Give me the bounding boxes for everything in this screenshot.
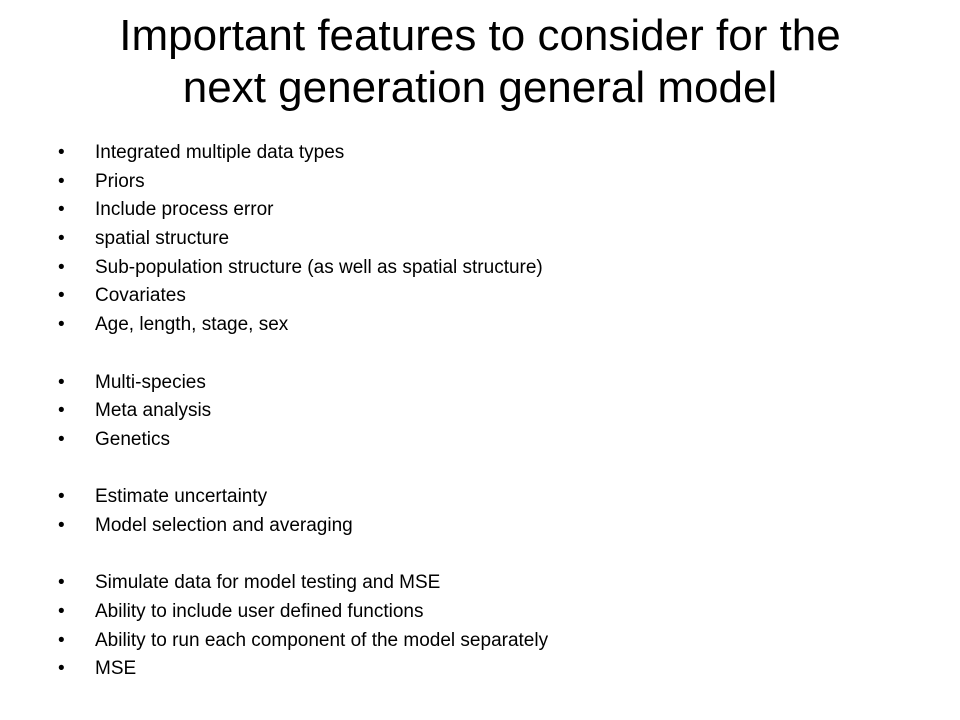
bullet-icon: •	[58, 199, 65, 221]
bullet-icon: •	[58, 142, 65, 163]
bullet-icon: •	[58, 572, 65, 594]
bullet-text: MSE	[95, 658, 137, 680]
bullet-item: • Integrated multiple data types	[58, 139, 548, 168]
bullet-text: Multi-species	[95, 371, 206, 393]
bullet-text: Integrated multiple data types	[95, 142, 345, 163]
bullet-text: Age, length, stage, sex	[95, 314, 289, 336]
bullet-item: • Meta analysis	[58, 397, 548, 426]
bullet-item: • Covariates	[58, 282, 548, 311]
title-line-2: next generation general model	[182, 63, 778, 112]
bullet-item: • Estimate uncertainty	[58, 483, 548, 512]
bullet-item: • Sub-population structure (as well as sp…	[58, 254, 548, 283]
bullet-text: Priors	[95, 170, 145, 192]
bullet-text: spatial structure	[95, 228, 230, 250]
bullet-icon: •	[58, 658, 65, 680]
bullet-text: Ability to run each component of the mod…	[95, 629, 549, 651]
bullet-text: Simulate data for model testing and MSE	[95, 572, 441, 594]
bullet-item: • Age, length, stage, sex	[58, 311, 548, 340]
bullet-text: Covariates	[95, 285, 186, 307]
bullet-text: Meta analysis	[95, 400, 212, 422]
bullet-item: • spatial structure	[58, 225, 548, 254]
bullet-text: Model selection and averaging	[95, 514, 353, 536]
bullet-item: • MSE	[58, 655, 548, 684]
bullet-item: • Priors	[58, 168, 548, 197]
bullet-text: Ability to include user defined function…	[95, 601, 424, 622]
bullet-icon: •	[58, 629, 65, 651]
bullet-icon: •	[58, 228, 65, 250]
bullet-icon: •	[58, 314, 65, 336]
bullet-icon: •	[58, 256, 65, 278]
bullet-item: • Ability to run each component of the mo…	[58, 627, 548, 656]
bullet-icon: •	[58, 285, 65, 307]
group-spacer	[58, 340, 548, 369]
bullet-icon: •	[58, 400, 65, 422]
bullet-item: • Multi-species	[58, 369, 548, 398]
bullet-icon: •	[58, 170, 65, 192]
slide-title: Important features to consider for the n…	[0, 10, 960, 114]
bullet-item: • Include process error	[58, 196, 548, 225]
bullet-icon: •	[58, 514, 65, 536]
bullet-item: • Ability to include user defined functio…	[58, 598, 548, 627]
bullet-icon: •	[58, 428, 65, 450]
bullet-item: • Model selection and averaging	[58, 512, 548, 541]
bullet-text: Include process error	[95, 199, 274, 221]
title-line-1: Important features to consider for the	[119, 11, 841, 60]
bullet-item: • Simulate data for model testing and MSE	[58, 569, 548, 598]
bullet-text: Estimate uncertainty	[95, 486, 268, 508]
bullet-text: Sub-population structure (as well as spa…	[95, 256, 543, 278]
bullet-icon: •	[58, 371, 65, 393]
group-spacer	[58, 541, 548, 570]
bullet-list: • Integrated multiple data types • Priors • I…	[58, 139, 548, 684]
bullet-text: Genetics	[95, 428, 170, 450]
bullet-item: • Genetics	[58, 426, 548, 455]
bullet-icon: •	[58, 486, 65, 508]
bullet-icon: •	[58, 601, 65, 622]
group-spacer	[58, 455, 548, 484]
